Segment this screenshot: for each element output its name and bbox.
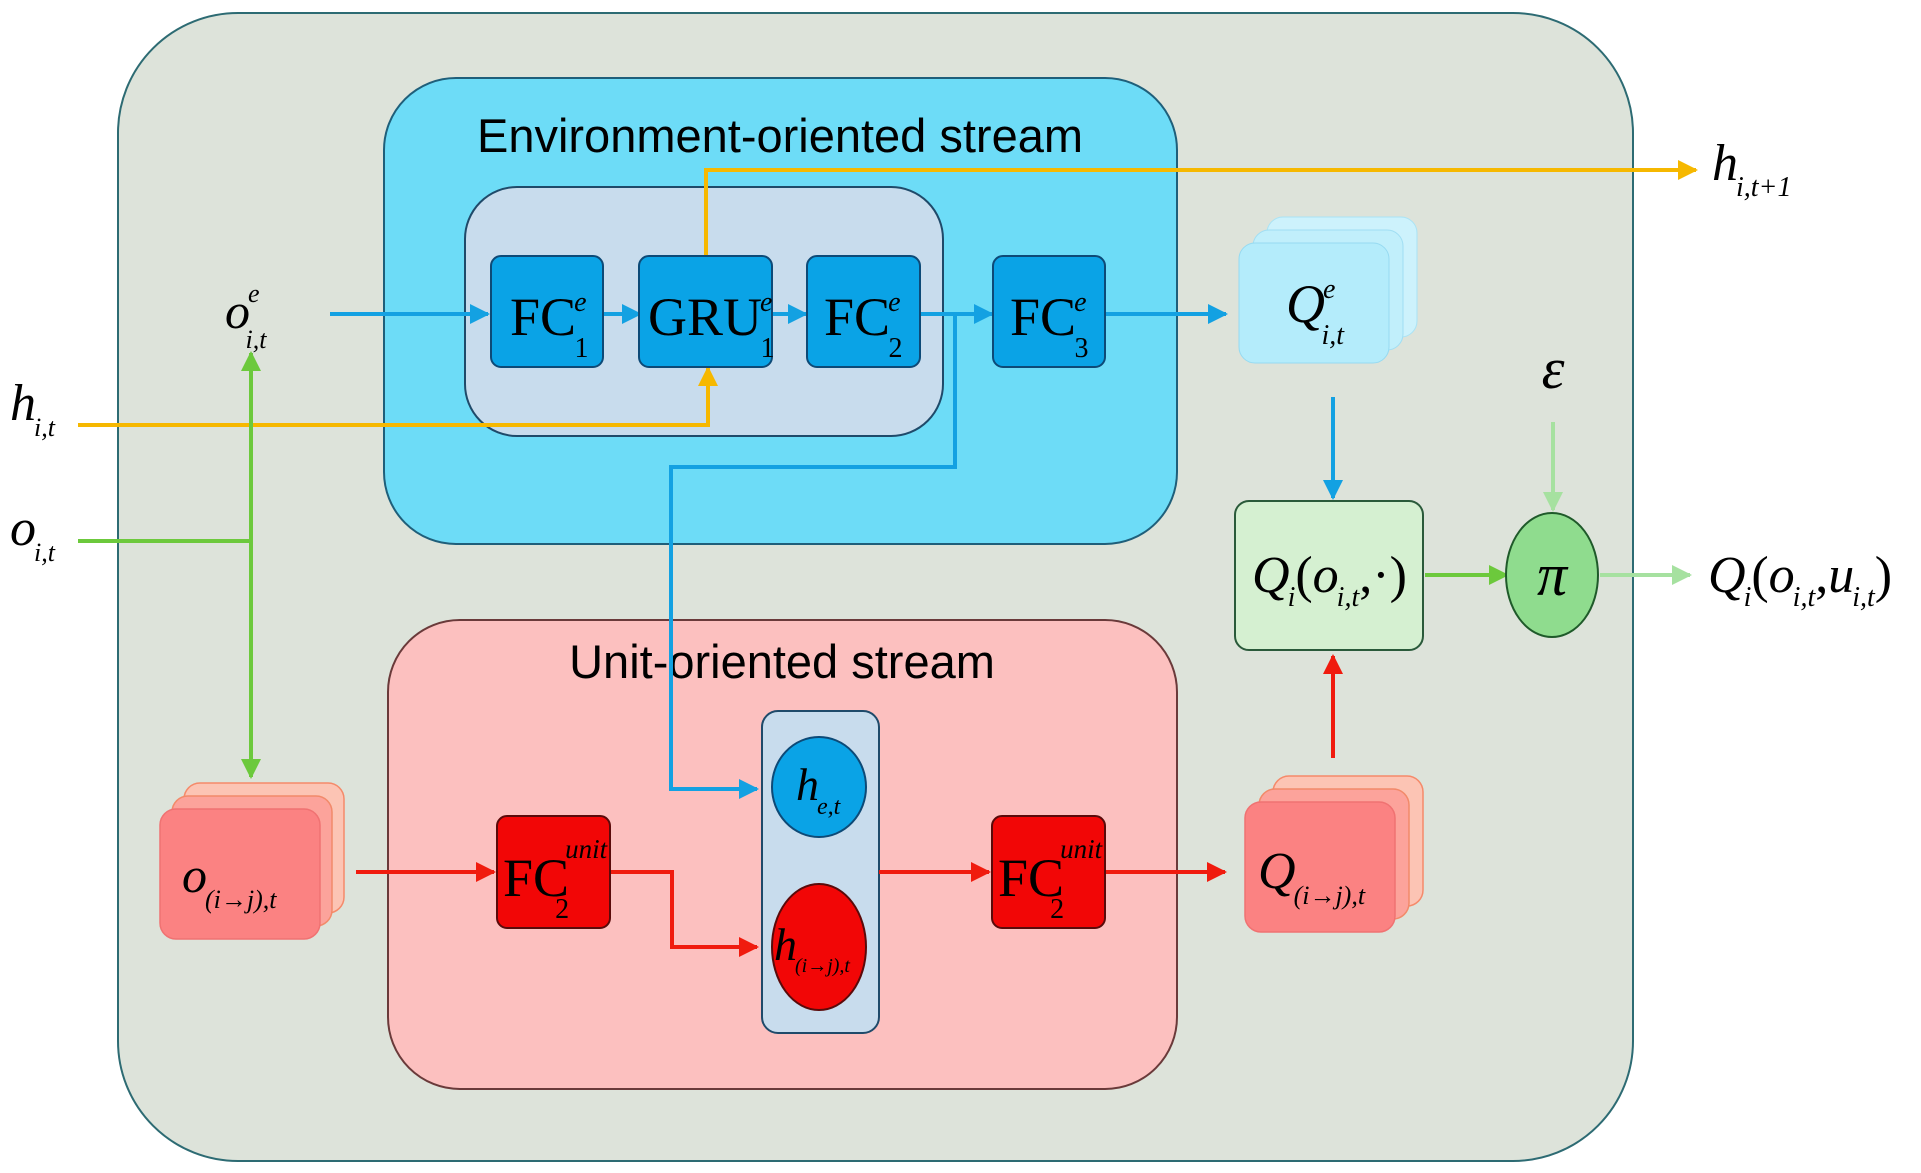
unit-stream-title: Unit-oriented stream (569, 635, 995, 688)
qij-stack: Q(i→j),t (1244, 775, 1424, 933)
q-mid-box: Qi(oi,t,·) (1234, 500, 1424, 651)
pi-node: π (1505, 512, 1599, 638)
svg-text:o(i→j),t: o(i→j),t (182, 847, 277, 914)
label-h-it: hi,t (10, 375, 56, 442)
h-ij-node: h(i→j),t (771, 883, 867, 1011)
svg-text:he,t: he,t (796, 759, 842, 820)
svg-text:Qei,t: Qei,t (1286, 274, 1345, 351)
svg-text:Qi(oi,t,·): Qi(oi,t,·) (1252, 547, 1407, 613)
svg-text:h(i→j),t: h(i→j),t (774, 919, 850, 977)
arrow-h-to-gru (78, 366, 718, 427)
h-et-node: he,t (771, 736, 867, 838)
arrow-gru-to-h-next (704, 160, 1698, 258)
label-h-next: hi,t+1 (1712, 135, 1791, 203)
environment-stream-title: Environment-oriented stream (477, 109, 1083, 162)
label-q-output: Qi(oi,t,ui,t) (1708, 547, 1892, 613)
svg-text:π: π (1537, 542, 1569, 608)
arrow-fc2unit-to-hij (610, 870, 759, 957)
svg-text:Q(i→j),t: Q(i→j),t (1258, 843, 1366, 910)
label-o-it: oi,t (10, 500, 56, 567)
oij-stack: o(i→j),t (159, 782, 345, 940)
epsilon-label: ε (1542, 336, 1565, 401)
arrow-fc2-to-het (669, 314, 957, 799)
